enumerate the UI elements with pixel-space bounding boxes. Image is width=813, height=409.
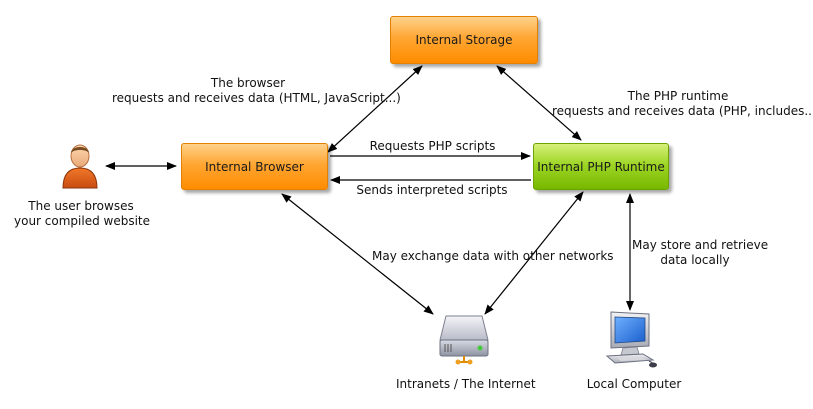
network-label: Intranets / The Internet xyxy=(396,377,536,391)
arrow-storage-runtime xyxy=(496,65,582,141)
runtime-requests-line-1: The PHP runtime xyxy=(627,89,729,103)
browser-requests-line-2: requests and receives data (HTML, JavaSc… xyxy=(112,91,401,105)
exchange-networks-label: May exchange data with other networks xyxy=(372,249,614,263)
server-icon xyxy=(436,314,492,366)
person-icon xyxy=(60,141,100,189)
user-line-2: your compiled website xyxy=(14,214,151,228)
store-locally-label: May store and retrieve data locally xyxy=(632,238,769,268)
runtime-requests-line-2: requests and receives data (PHP, include… xyxy=(552,104,813,118)
internal-php-runtime-label: Internal PHP Runtime xyxy=(537,159,665,174)
store-locally-line-2: data locally xyxy=(660,253,730,267)
runtime-requests-label: The PHP runtime requests and receives da… xyxy=(552,89,813,119)
user-label: The user browses your compiled website xyxy=(14,199,151,229)
arrow-browser-storage xyxy=(327,65,423,153)
computer-icon xyxy=(603,310,659,368)
browser-requests-line-1: The browser xyxy=(210,76,286,90)
arrow-runtime-network xyxy=(484,191,584,315)
store-locally-line-1: May store and retrieve xyxy=(632,238,769,252)
internal-php-runtime-node[interactable]: Internal PHP Runtime xyxy=(533,143,669,190)
sends-interpreted-label: Sends interpreted scripts xyxy=(356,183,508,197)
requests-php-label: Requests PHP scripts xyxy=(369,139,496,153)
internal-storage-node[interactable]: Internal Storage xyxy=(390,16,538,64)
internal-storage-label: Internal Storage xyxy=(415,33,513,47)
browser-requests-label: The browser requests and receives data (… xyxy=(112,76,401,106)
arrow-browser-network xyxy=(281,193,434,315)
internal-browser-label: Internal Browser xyxy=(205,159,304,174)
local-computer-label: Local Computer xyxy=(586,377,682,391)
internal-browser-node[interactable]: Internal Browser xyxy=(181,143,328,190)
user-line-1: The user browses xyxy=(28,199,134,213)
